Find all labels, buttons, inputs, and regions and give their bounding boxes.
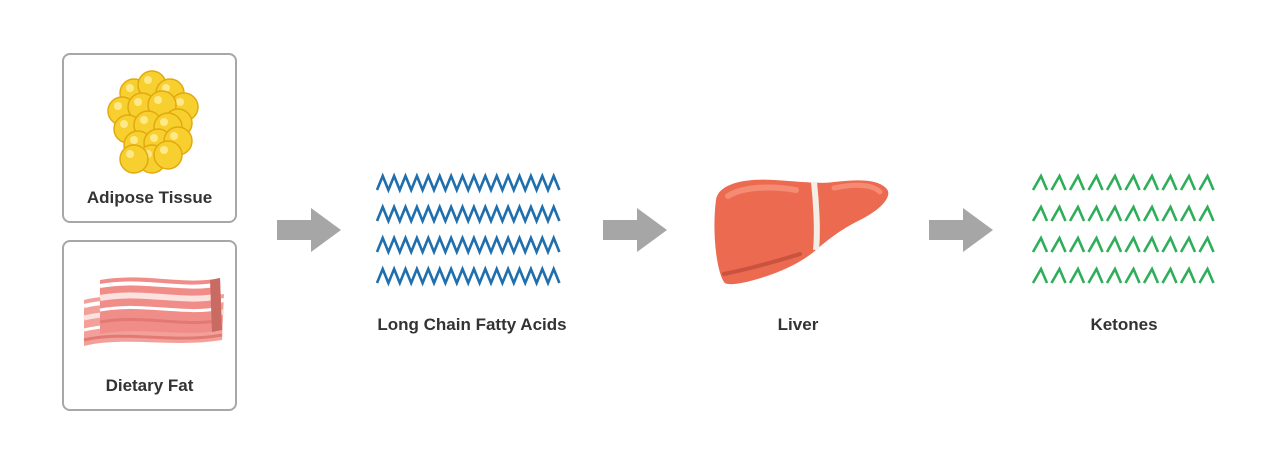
long-chain-fatty-acids-label: Long Chain Fatty Acids — [377, 315, 567, 334]
fat-cluster-icon — [107, 70, 199, 174]
short-zigzag-lines-icon — [1031, 173, 1215, 284]
adipose-tissue-label: Adipose Tissue — [86, 188, 213, 207]
zigzag-lines-icon — [375, 172, 561, 287]
dietary-fat-label: Dietary Fat — [105, 376, 194, 395]
ketones-label: Ketones — [1090, 315, 1158, 334]
source-box-adipose-tissue: Adipose Tissue — [62, 53, 237, 223]
liver-label: Liver — [777, 315, 819, 334]
arrow-right-icon — [277, 208, 341, 252]
source-box-dietary-fat: Dietary Fat — [62, 240, 237, 411]
bacon-icon — [83, 277, 225, 346]
arrow-right-icon — [929, 208, 993, 252]
arrow-right-icon — [603, 208, 667, 252]
liver-icon — [714, 179, 889, 285]
